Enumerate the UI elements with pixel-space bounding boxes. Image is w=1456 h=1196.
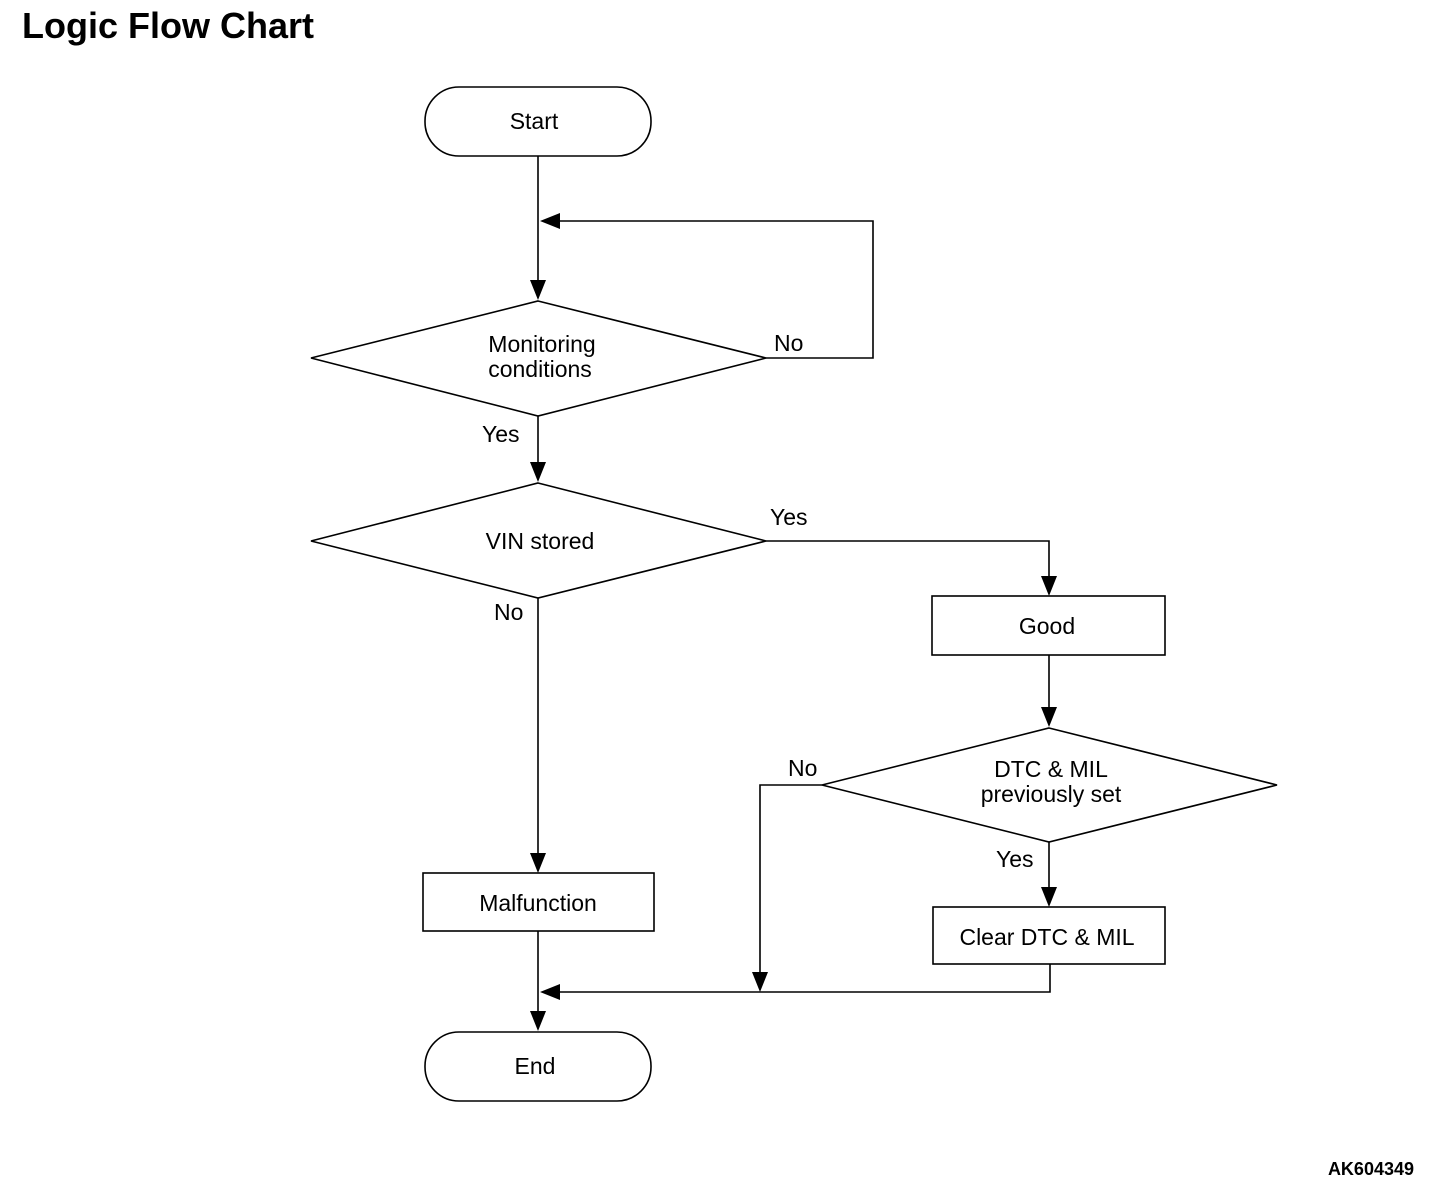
figure-code: AK604349 (1327, 1159, 1414, 1179)
start-label: Start (510, 108, 559, 134)
connector-clear-to-end (553, 964, 1051, 993)
connectors (537, 156, 1051, 1017)
good-label: Good (1019, 613, 1075, 639)
end-terminal: End (424, 1031, 652, 1102)
arrowhead-into-vin (530, 462, 546, 482)
edge-label-monitoring-yes: Yes (482, 421, 520, 447)
dtc-mil-previously-set-decision: DTC & MIL previously set (821, 727, 1278, 843)
malfunction-process: Malfunction (422, 872, 655, 932)
malfunction-label: Malfunction (479, 890, 597, 916)
good-process: Good (931, 595, 1166, 656)
arrowhead-into-monitoring (530, 280, 546, 300)
arrowhead-into-clear (1041, 887, 1057, 907)
start-terminal: Start (424, 86, 652, 157)
edge-label-monitoring-no: No (774, 330, 803, 356)
clear-dtc-mil-label: Clear DTC & MIL (959, 924, 1134, 950)
edge-label-vin-no: No (494, 599, 523, 625)
edge-label-vin-yes: Yes (770, 504, 808, 530)
dtc-label-line2: previously set (981, 781, 1122, 807)
monitoring-label-line1: Monitoring (488, 331, 595, 357)
monitoring-label-line2: conditions (488, 356, 592, 382)
dtc-label-line1: DTC & MIL (994, 756, 1108, 782)
vin-stored-label: VIN stored (486, 528, 595, 554)
page-title: Logic Flow Chart (22, 5, 314, 46)
arrowhead-into-end (530, 1011, 546, 1031)
connector-vin-yes (766, 540, 1050, 582)
arrowhead-loop-return (540, 213, 560, 229)
arrowheads (530, 213, 1057, 1031)
end-label: End (515, 1053, 556, 1079)
connector-monitoring-no-loop (553, 220, 874, 359)
vin-stored-decision: VIN stored (310, 482, 767, 599)
arrowhead-into-malfunction (530, 853, 546, 873)
clear-dtc-mil-process: Clear DTC & MIL (932, 906, 1166, 965)
arrowhead-into-good (1041, 576, 1057, 596)
arrowhead-dtc-no-down (752, 972, 768, 992)
monitoring-conditions-decision: Monitoring conditions (310, 300, 767, 417)
edge-label-dtc-no: No (788, 755, 817, 781)
arrowhead-merge-left (540, 984, 560, 1000)
arrowhead-into-dtc (1041, 707, 1057, 727)
connector-dtc-no (759, 784, 822, 978)
edge-labels: No Yes Yes No No Yes (482, 330, 1034, 872)
edge-label-dtc-yes: Yes (996, 846, 1034, 872)
